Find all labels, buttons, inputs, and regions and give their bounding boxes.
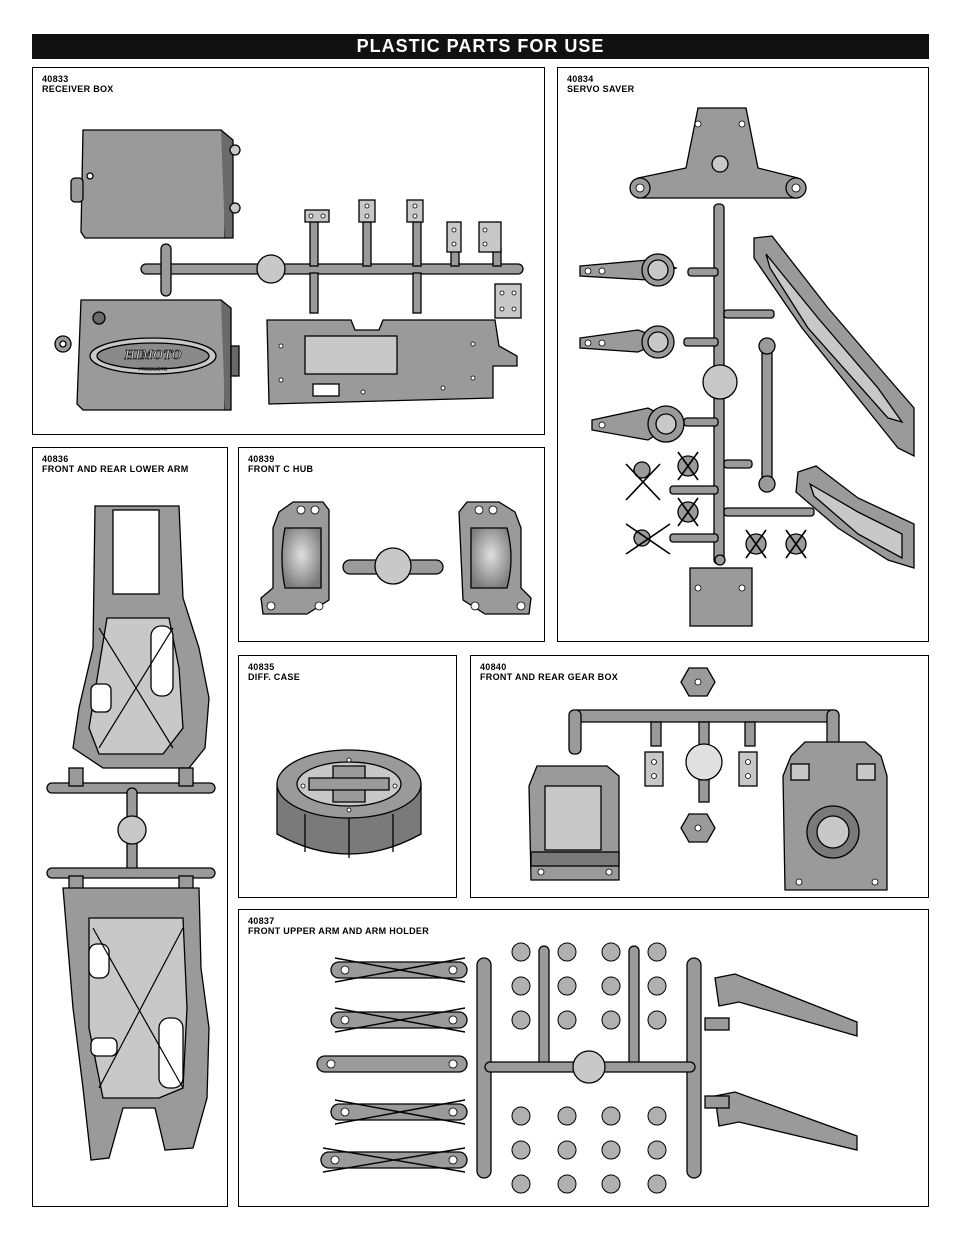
part-name: RECEIVER BOX xyxy=(42,84,114,94)
gear-box-drawing xyxy=(528,667,888,891)
part-number: 40837 xyxy=(248,916,275,926)
part-number: 40833 xyxy=(42,74,69,84)
panel-diff-case: 40835 DIFF. CASE xyxy=(238,655,457,898)
c-hub-drawing xyxy=(260,501,532,615)
upper-arm-drawing xyxy=(316,942,858,1194)
diff-case-drawing xyxy=(276,749,422,858)
part-name: FRONT AND REAR LOWER ARM xyxy=(42,464,189,474)
part-number: 40835 xyxy=(248,662,275,672)
logo-subtext: PRODUCTS xyxy=(139,367,168,373)
receiver-box-drawing: HIMOTO PRODUCTS xyxy=(54,129,524,411)
part-name: SERVO SAVER xyxy=(567,84,635,94)
part-name: DIFF. CASE xyxy=(248,672,301,682)
lower-arm-drawing xyxy=(46,505,216,1161)
part-number: 40840 xyxy=(480,662,507,672)
panel-receiver-box: 40833 RECEIVER BOX xyxy=(32,67,545,435)
part-name: FRONT AND REAR GEAR BOX xyxy=(480,672,619,682)
part-number: 40839 xyxy=(248,454,275,464)
part-number: 40834 xyxy=(567,74,594,84)
part-number: 40836 xyxy=(42,454,69,464)
panel-gear-box: 40840 FRONT AND REAR GEAR BOX xyxy=(470,655,929,898)
panel-lower-arm: 40836 FRONT AND REAR LOWER ARM xyxy=(32,447,228,1207)
page-title: PLASTIC PARTS FOR USE xyxy=(32,34,929,59)
part-name: FRONT C HUB xyxy=(248,464,314,474)
logo-text: HIMOTO xyxy=(123,348,181,363)
servo-saver-drawing xyxy=(579,107,915,627)
part-name: FRONT UPPER ARM AND ARM HOLDER xyxy=(248,926,429,936)
panel-servo-saver: 40834 SERVO SAVER xyxy=(557,67,929,642)
panel-upper-arm: 40837 FRONT UPPER ARM AND ARM HOLDER xyxy=(238,909,929,1207)
panel-c-hub: 40839 FRONT C HUB xyxy=(238,447,545,642)
